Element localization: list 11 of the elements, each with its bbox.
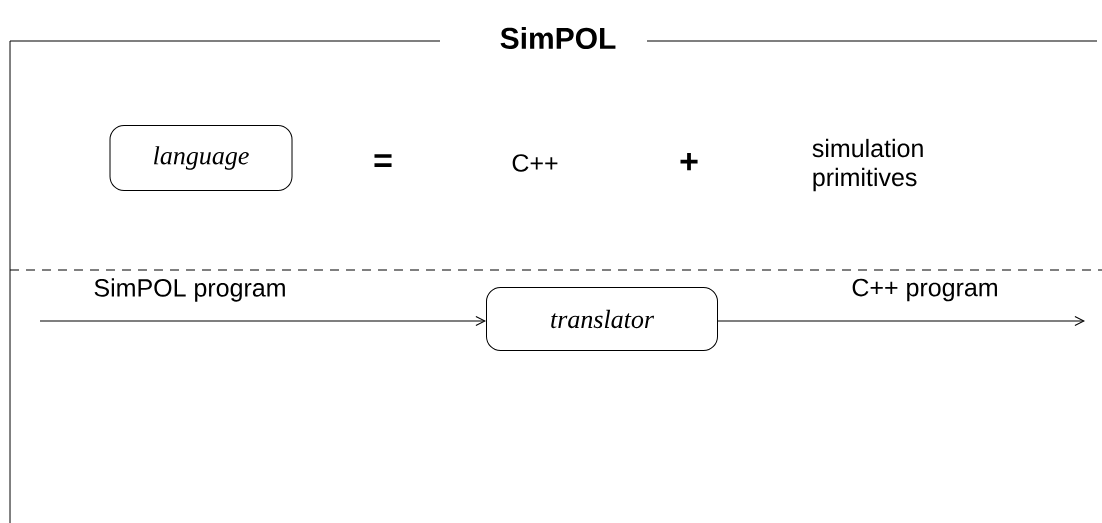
label: = [374, 154, 392, 167]
label: simulation primitives [812, 138, 923, 192]
rounded-box: language [109, 125, 293, 191]
title: SimPOL [500, 27, 616, 49]
rounded-box: translator [486, 287, 718, 351]
edge-label: SimPOL program [94, 278, 285, 302]
label: + [680, 153, 698, 171]
arrow [39, 316, 486, 326]
label: C++ [512, 154, 558, 172]
arrow [717, 316, 1085, 326]
edge-label: C++ program [852, 278, 997, 302]
